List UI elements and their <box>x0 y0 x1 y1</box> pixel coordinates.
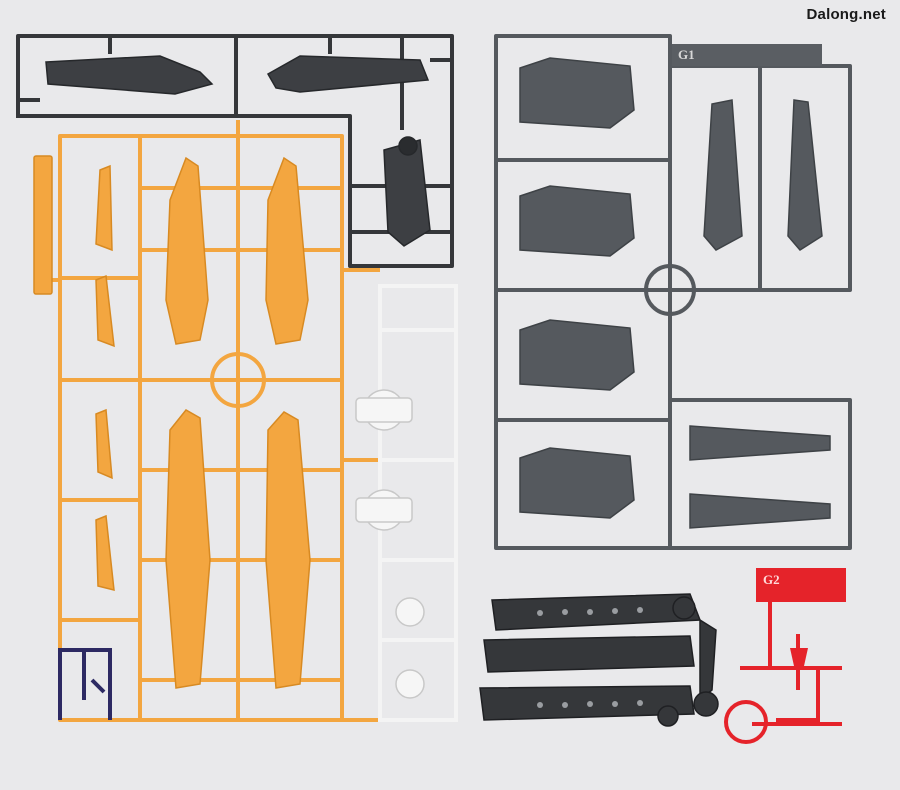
watermark-text: Dalong.net <box>806 6 886 23</box>
black-top-runner <box>16 34 454 268</box>
red-g2-runner <box>724 600 842 744</box>
red-small-part <box>790 648 808 666</box>
white-joint-runner <box>378 284 458 722</box>
g2-tag-plate <box>756 568 846 602</box>
white-joint-parts <box>355 389 425 699</box>
gray-g1-parts <box>519 57 831 529</box>
g1-runner-tag: G1 <box>678 47 695 62</box>
black-frame-holes <box>537 607 643 708</box>
g2-runner-tag: G2 <box>763 572 780 587</box>
black-frame-parts <box>479 593 719 727</box>
navy-small-runner <box>58 648 112 720</box>
orange-runner-frame <box>40 120 380 722</box>
black-wing-parts <box>45 55 431 247</box>
orange-parts <box>33 155 311 689</box>
g1-tag-plate <box>672 44 822 66</box>
